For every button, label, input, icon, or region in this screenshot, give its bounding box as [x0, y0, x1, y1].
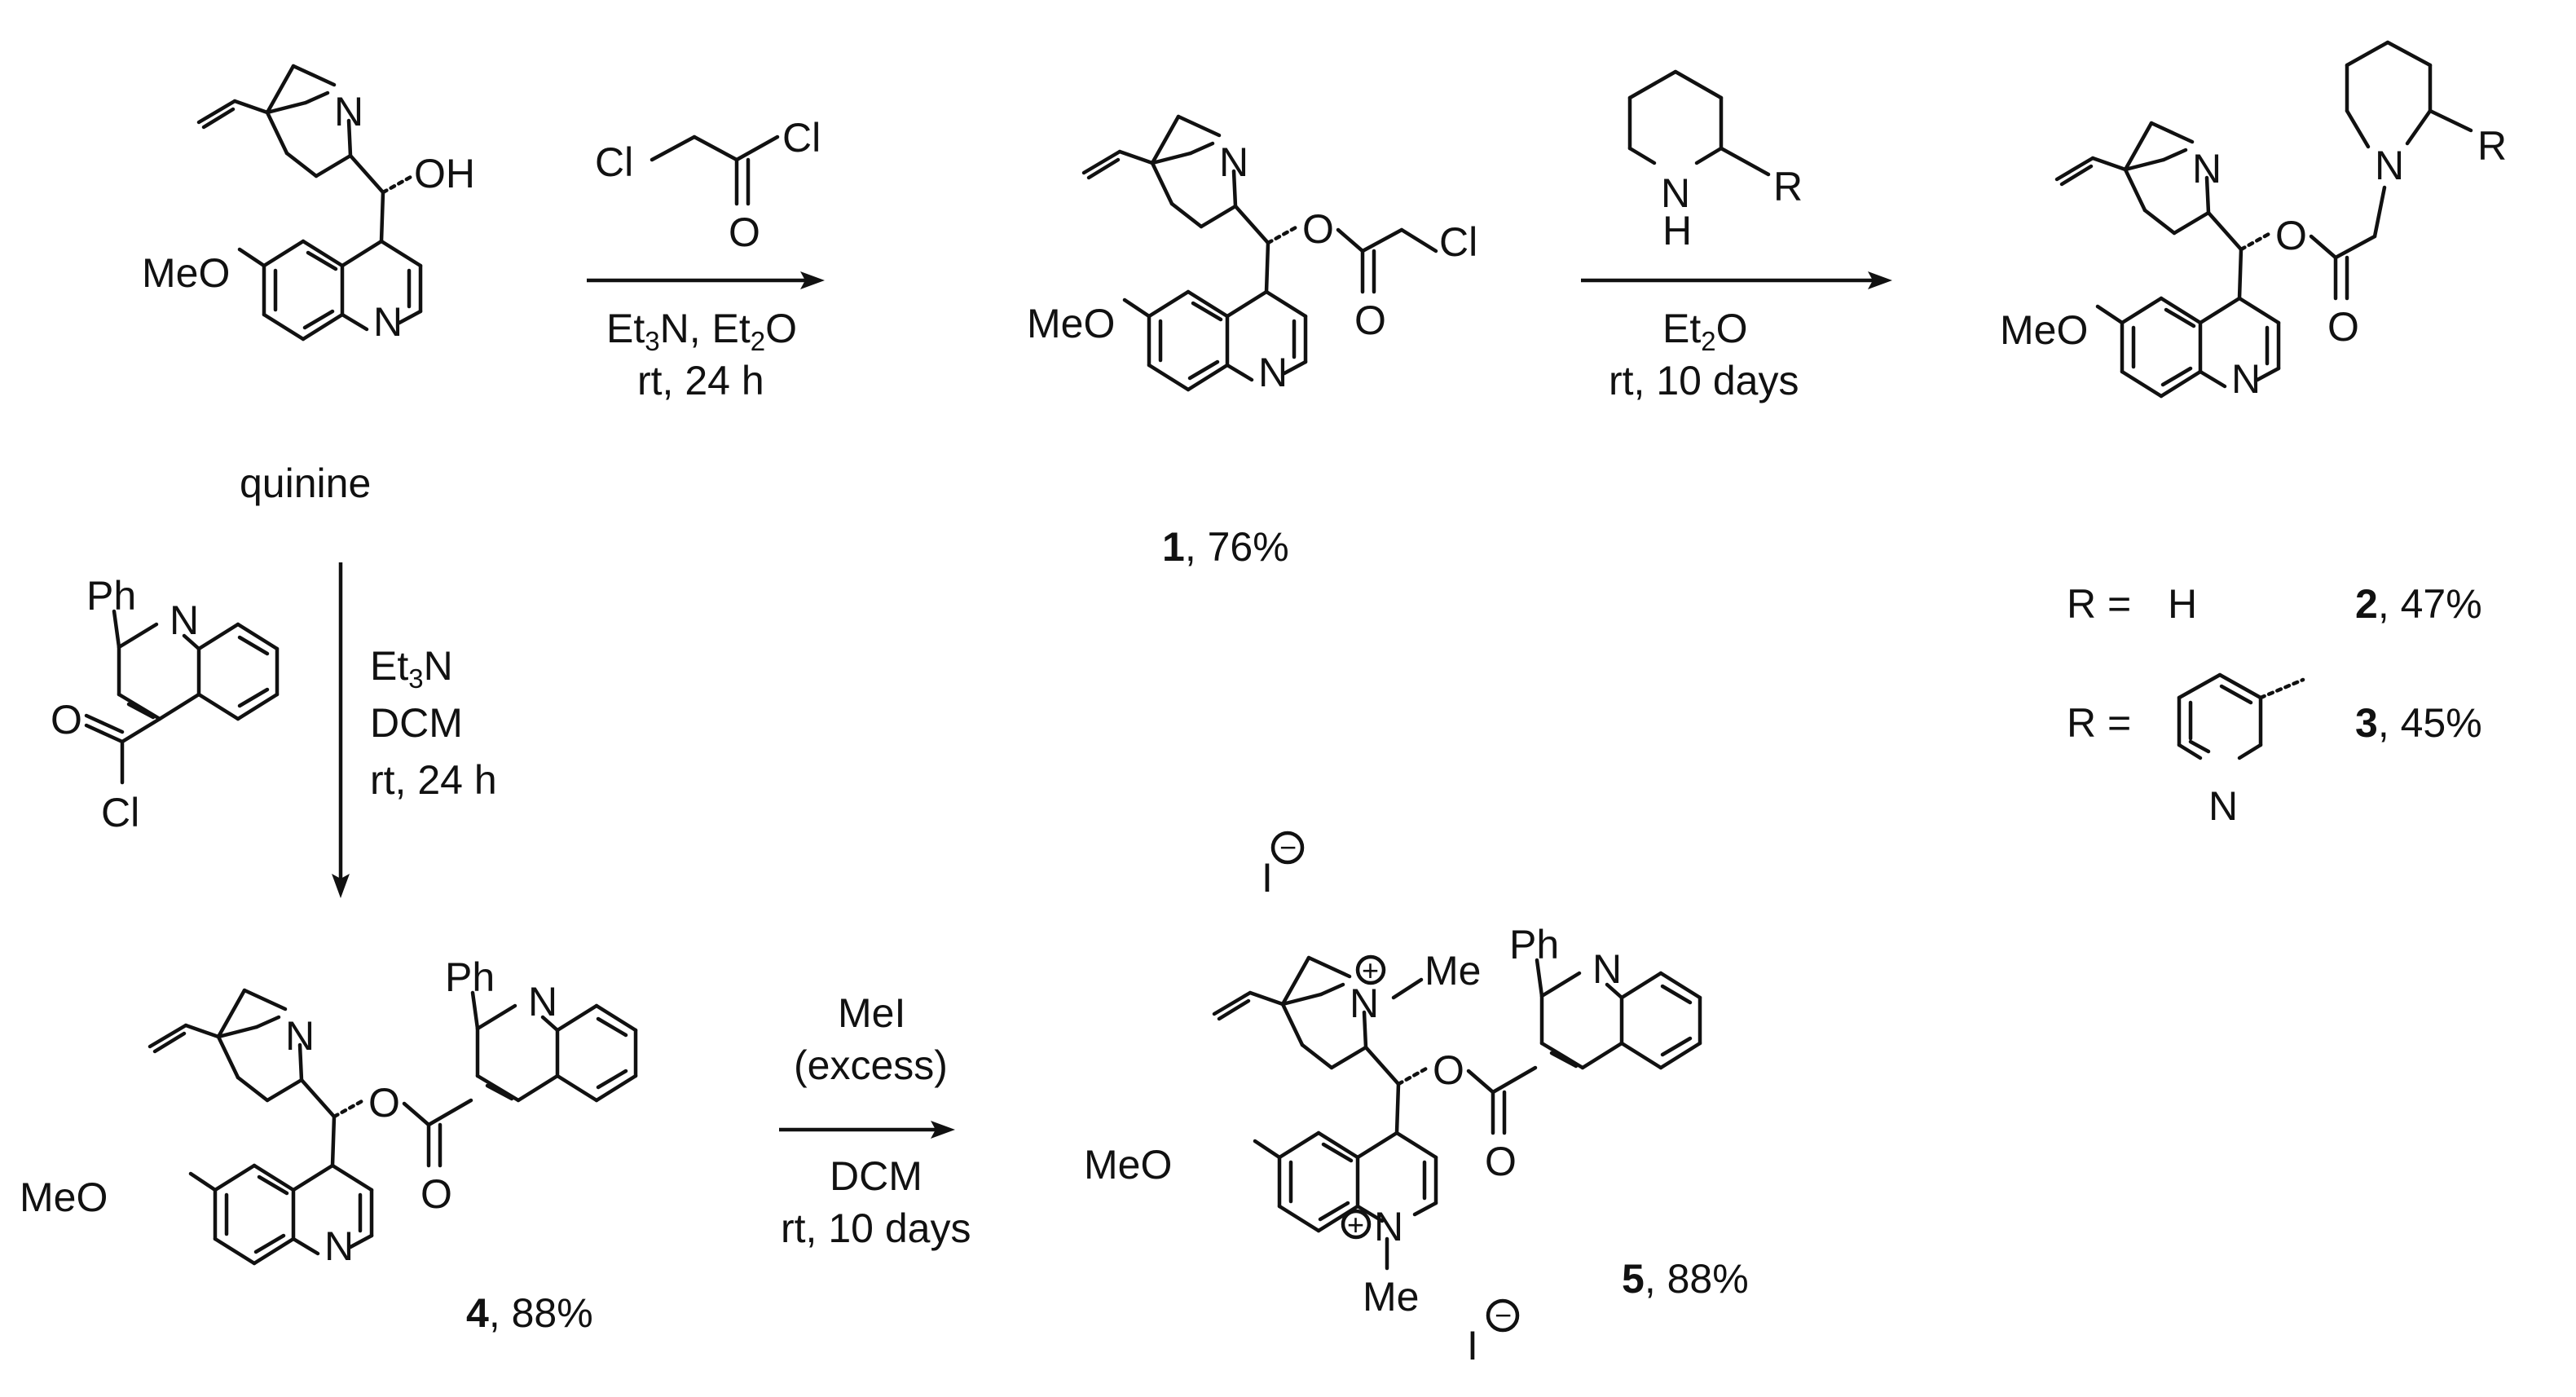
conditions-3-line1: Et3N [370, 643, 453, 694]
atom-i-bottom: I [1467, 1323, 1478, 1368]
atom-nh-n: N [1661, 170, 1690, 216]
atom-n: N [528, 979, 557, 1025]
atom-o-ester: O [1302, 206, 1334, 252]
atom-n-bridge: N [285, 1013, 315, 1059]
atom-o: O [729, 209, 760, 255]
charge-minus-bottom: − [1495, 1298, 1512, 1332]
compound-2-r-value: H [2168, 581, 2197, 627]
atom-meo: MeO [2000, 307, 2088, 353]
quinine-structure: N OH N MeO quinine [142, 66, 475, 506]
iodide-bottom: I − [1467, 1298, 1520, 1368]
conditions-4-line1: MeI [838, 990, 905, 1036]
atom-o: O [51, 697, 82, 743]
atom-o-carbonyl: O [1354, 297, 1386, 343]
reaction-arrow-2: Et2O rt, 10 days [1581, 271, 1892, 403]
atom-n-bridge: N [334, 89, 363, 134]
atom-n: N [170, 597, 199, 643]
acid-chloride-reagent: N Ph O Cl [51, 573, 277, 835]
charge-plus-quinolinium: + [1347, 1208, 1364, 1241]
atom-n-bridge: N [1350, 981, 1379, 1026]
atom-meo: MeO [1084, 1142, 1172, 1188]
atom-i-top: I [1262, 855, 1273, 901]
compound-4-structure: N O O N MeO [20, 990, 473, 1269]
compound-3-legend: R = N 3, 45% [2067, 672, 2482, 829]
compound-2-label: 2, 47% [2355, 581, 2482, 627]
conditions-4-line4: rt, 10 days [781, 1205, 971, 1251]
chloroacetyl-chloride: Cl Cl O [595, 115, 821, 255]
atom-n-bridge: N [2192, 146, 2222, 192]
compound-2-legend: R = H 2, 47% [2067, 581, 2482, 627]
atom-me-quinolinium: Me [1363, 1274, 1419, 1320]
compound-4-label: 4, 88% [466, 1290, 593, 1336]
conditions-1-line1: Et3N, Et2O [606, 306, 797, 356]
iodide-top: I − [1262, 831, 1305, 901]
reaction-arrow-3: Et3N DCM rt, 24 h [332, 562, 497, 898]
atom-n: N [1592, 946, 1622, 992]
reaction-arrow-1: Et3N, Et2O rt, 24 h [587, 271, 825, 403]
charge-plus-bridge: + [1362, 954, 1379, 987]
atom-n-quinoline: N [324, 1223, 354, 1269]
atom-r: R [1773, 164, 1803, 209]
conditions-2-line2: rt, 10 days [1609, 358, 1799, 403]
atom-cl-right: Cl [782, 115, 821, 161]
atom-me-bridge: Me [1425, 948, 1481, 994]
atom-n-quinolinium: N [1374, 1204, 1403, 1249]
atom-meo: MeO [1027, 301, 1115, 346]
atom-ph: Ph [445, 954, 495, 1000]
conditions-3-line2: DCM [370, 700, 463, 746]
compound-1-structure: N O O Cl N MeO [1027, 117, 1477, 395]
conditions-4-line2: (excess) [794, 1042, 948, 1088]
atom-n-piperidine: N [2375, 143, 2404, 188]
compound-5-phenylquinoline: N Ph [1509, 922, 1700, 1068]
pyridyl-substituent: N [2177, 672, 2305, 829]
atom-cl: Cl [101, 790, 139, 835]
piperidine-reagent: N H R [1627, 69, 1803, 253]
compound-3-label: 3, 45% [2355, 700, 2482, 746]
atom-nh-h: H [1662, 208, 1692, 253]
atom-n-quinoline: N [2231, 356, 2261, 402]
reaction-arrow-4: MeI (excess) DCM rt, 10 days [779, 990, 971, 1251]
charge-minus-top: − [1279, 831, 1297, 864]
atom-ph: Ph [1509, 922, 1559, 967]
atom-n-pyridyl: N [2208, 783, 2238, 829]
compound-1-label: 1, 76% [1162, 524, 1289, 570]
quinine-label: quinine [240, 461, 371, 506]
atom-o-ester: O [1433, 1047, 1464, 1093]
atom-ph: Ph [86, 573, 136, 619]
atom-n-bridge: N [1219, 139, 1248, 185]
atom-o-ester: O [2275, 213, 2307, 258]
atom-cl: Cl [1439, 219, 1477, 265]
conditions-4-line3: DCM [830, 1153, 923, 1199]
compound-4-phenylquinoline: N Ph [445, 954, 636, 1100]
atom-r: R [2477, 123, 2507, 169]
compound-3-r-prefix: R = [2067, 700, 2131, 746]
atom-o-carbonyl: O [421, 1171, 452, 1217]
atom-n-quinoline: N [373, 299, 403, 345]
compound-5-label: 5, 88% [1622, 1256, 1749, 1302]
atom-o-carbonyl: O [2327, 304, 2359, 350]
atom-oh: OH [414, 151, 475, 196]
conditions-2-line1: Et2O [1662, 306, 1748, 356]
atom-meo: MeO [20, 1174, 108, 1220]
compound-5-structure: N + Me O O N + Me MeO [1084, 948, 1538, 1320]
conditions-3-line3: rt, 24 h [370, 757, 497, 803]
atom-meo: MeO [142, 250, 230, 296]
atom-n-quinoline: N [1258, 350, 1288, 395]
atom-o-carbonyl: O [1485, 1139, 1517, 1184]
atom-cl-left: Cl [595, 139, 633, 185]
compound-2-3-structure: N O O N R N MeO [2000, 40, 2507, 402]
atom-o-ester: O [368, 1080, 400, 1126]
compound-2-r-prefix: R = [2067, 581, 2131, 627]
conditions-1-line2: rt, 24 h [637, 358, 764, 403]
